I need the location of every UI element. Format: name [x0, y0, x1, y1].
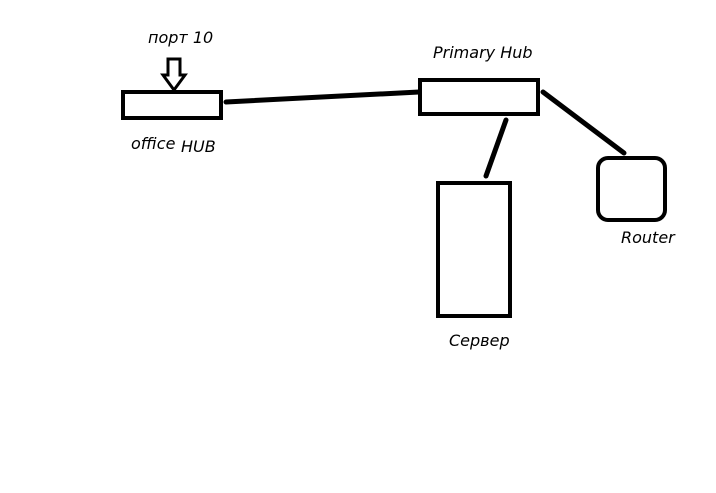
server-box — [436, 181, 512, 318]
port-label: порт 10 — [148, 28, 213, 47]
hub-label: HUB — [181, 137, 216, 156]
link-office-hub-to-primary-hub — [223, 89, 422, 105]
primary-hub-box — [418, 78, 540, 116]
link-primary-hub-to-server — [483, 117, 509, 179]
server-label: Сервер — [449, 331, 510, 350]
office-hub-box — [121, 90, 223, 120]
router-label: Router — [621, 228, 676, 247]
office-label: office — [131, 134, 176, 153]
link-primary-hub-to-router — [540, 89, 627, 156]
down-arrow-icon — [160, 57, 188, 93]
router-box — [596, 156, 667, 222]
primary-hub-label: Primary Hub — [433, 43, 533, 62]
